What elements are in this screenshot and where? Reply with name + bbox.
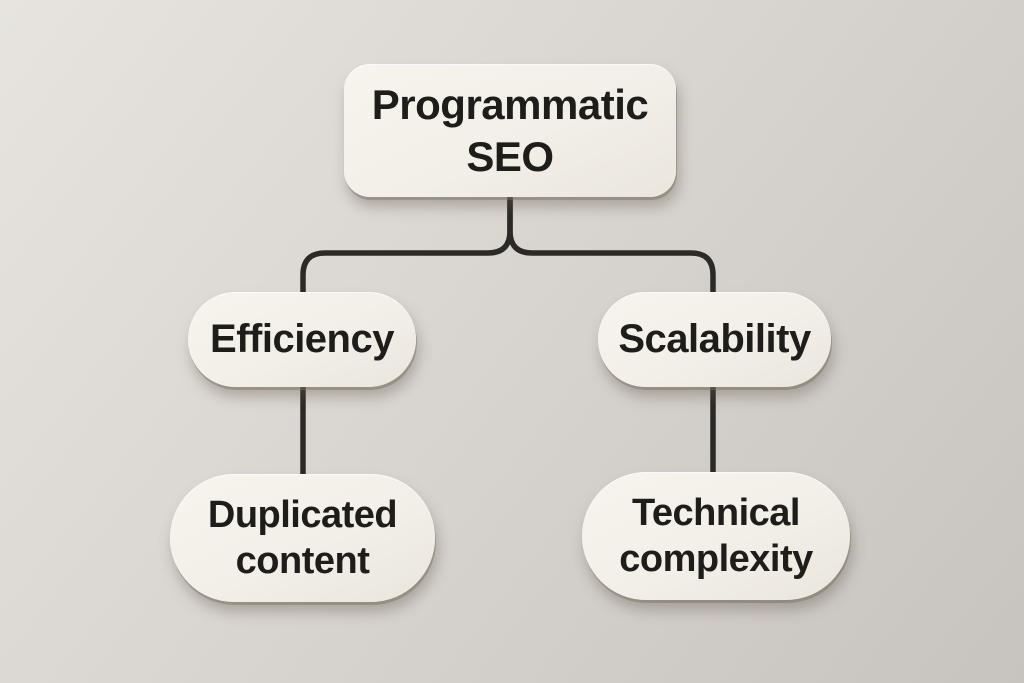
connector-root-to-scalability xyxy=(507,196,716,293)
node-programmatic-seo: Programmatic SEO xyxy=(344,64,676,197)
node-efficiency-label: Efficiency xyxy=(210,317,394,362)
node-technical-complexity: Technical complexity xyxy=(582,472,850,600)
node-efficiency: Efficiency xyxy=(188,292,416,387)
connector-root-to-efficiency xyxy=(300,196,513,293)
node-scalability-label: Scalability xyxy=(618,317,811,362)
node-technical-complexity-label: Technical complexity xyxy=(619,491,813,580)
node-duplicated-content-label: Duplicated content xyxy=(207,493,398,582)
node-scalability: Scalability xyxy=(598,292,831,387)
node-programmatic-seo-label: Programmatic SEO xyxy=(371,81,649,180)
node-duplicated-content: Duplicated content xyxy=(170,474,435,602)
